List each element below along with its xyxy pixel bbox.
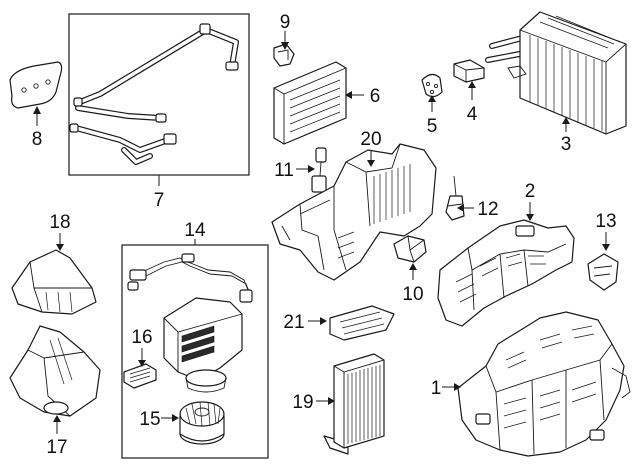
leader-lines — [33, 31, 610, 434]
part-8-cover — [9, 61, 63, 109]
part-21-filter — [329, 305, 395, 341]
part-14-blower-assembly — [163, 297, 243, 393]
callout-12: 12 — [477, 199, 498, 220]
part-6-tray — [273, 61, 347, 145]
callout-19: 19 — [292, 392, 313, 413]
part-2-distribution-housing — [437, 219, 575, 327]
callout-numbers: 9 6 5 4 3 7 8 11 20 12 2 13 10 18 14 21 … — [32, 12, 617, 458]
callout-11: 11 — [274, 160, 294, 181]
callout-10: 10 — [402, 284, 423, 305]
part-3-heater-core — [485, 11, 627, 135]
callout-15: 15 — [139, 409, 160, 430]
part-20-upper-housing — [271, 143, 437, 281]
part-11-connector — [311, 147, 327, 193]
part-16-resistor — [123, 363, 157, 389]
part-15-blower-motor — [179, 401, 225, 445]
callout-7: 7 — [154, 190, 165, 211]
part-4-module — [453, 59, 485, 83]
part-1-main-housing — [457, 311, 631, 457]
part-hoses — [69, 23, 239, 165]
part-19-filter — [323, 353, 385, 455]
part-14-harness — [127, 253, 253, 303]
callout-16: 16 — [131, 327, 152, 348]
callout-13: 13 — [595, 211, 616, 232]
part-10-actuator — [393, 235, 427, 263]
callout-17: 17 — [46, 437, 67, 458]
callout-3: 3 — [561, 134, 572, 155]
part-17-duct — [9, 325, 101, 417]
callout-5: 5 — [427, 116, 438, 137]
callout-20: 20 — [360, 129, 381, 150]
callout-21: 21 — [283, 312, 304, 333]
part-13-module — [587, 253, 619, 291]
callout-4: 4 — [467, 104, 478, 125]
callout-18: 18 — [49, 212, 70, 233]
callout-14: 14 — [184, 220, 206, 241]
part-18-duct — [11, 249, 97, 315]
part-5-sensor — [421, 73, 443, 98]
callout-2: 2 — [525, 181, 536, 202]
callout-8: 8 — [32, 129, 43, 150]
part-12-pin — [445, 175, 465, 221]
callout-6: 6 — [370, 86, 381, 107]
callout-9: 9 — [280, 12, 291, 33]
callout-1: 1 — [431, 378, 442, 399]
